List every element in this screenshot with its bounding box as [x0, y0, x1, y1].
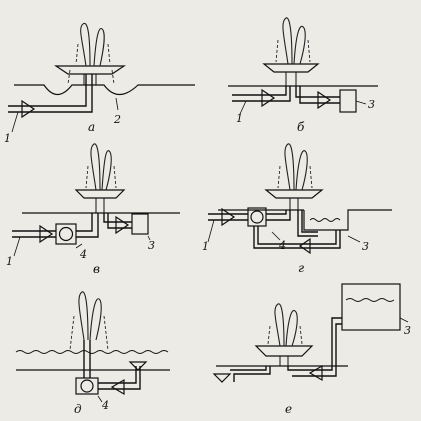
supply-pipe	[232, 86, 291, 102]
water-spray	[277, 165, 313, 189]
leader-lines	[207, 219, 361, 243]
caption-v: в	[93, 262, 100, 276]
leader-lines	[97, 395, 103, 403]
water-jet	[90, 143, 101, 191]
pressure-pipe	[266, 210, 291, 221]
ground-line	[14, 84, 195, 96]
valve-icon	[317, 90, 332, 110]
caption-d: д	[74, 402, 82, 416]
water-jet	[285, 310, 298, 347]
panel-v: 1 4 3 в	[6, 143, 180, 276]
caption-b: б	[297, 120, 305, 134]
water-jet	[282, 17, 293, 65]
elevated-tank	[341, 283, 401, 331]
water-jet	[80, 22, 91, 67]
bowl-stem	[285, 72, 297, 86]
pump-icon	[250, 210, 264, 224]
valve-icon	[221, 207, 236, 227]
pond-water	[15, 350, 169, 354]
panel-b: 1 3 б	[228, 17, 378, 134]
label-1: 1	[6, 255, 13, 268]
pump-box	[247, 207, 267, 227]
fountain-bowl	[254, 345, 314, 357]
caption-g: г	[298, 261, 304, 275]
leader-lines	[399, 317, 409, 323]
overflow-pipe	[297, 210, 318, 237]
water-jet	[274, 303, 285, 347]
valve-icon	[298, 237, 311, 255]
suction-pipe	[98, 366, 141, 390]
label-3: 3	[404, 324, 411, 337]
supply-pipe	[12, 230, 56, 238]
label-2: 2	[113, 113, 121, 126]
pressure-pipe	[76, 213, 99, 238]
valve-icon	[21, 99, 36, 119]
label-3: 3	[362, 240, 369, 253]
water-spray	[69, 315, 109, 351]
drain-well	[339, 89, 357, 113]
valve-icon	[308, 364, 323, 382]
water-jet	[293, 25, 306, 65]
water-jet	[284, 143, 295, 191]
riser-pipe	[83, 340, 91, 378]
pump-box	[75, 377, 99, 395]
water-jet	[78, 291, 89, 341]
leader-lines	[13, 235, 151, 257]
label-4: 4	[101, 399, 109, 412]
label-1: 1	[4, 132, 11, 145]
caption-e: е	[285, 402, 292, 416]
fountain-bowl	[264, 189, 324, 199]
bowl-stem	[279, 356, 289, 366]
return-pipe	[253, 226, 341, 249]
pump-box	[55, 223, 77, 245]
drain-icon	[212, 373, 232, 383]
label-1: 1	[236, 112, 243, 125]
fountain-bowl	[262, 63, 320, 73]
label-1: 1	[202, 240, 209, 253]
fountain-bowl	[54, 65, 126, 75]
bowl-stem	[95, 198, 105, 213]
water-jet	[101, 150, 112, 191]
water-jet	[93, 28, 105, 67]
water-jet	[89, 298, 102, 341]
supply-pipe	[8, 74, 93, 113]
panel-e: 3 е	[212, 283, 411, 416]
fountain-bowl	[74, 189, 126, 199]
pump-icon	[58, 226, 74, 242]
leader-lines	[11, 97, 119, 133]
supply-pipe	[208, 213, 248, 221]
water-spray	[67, 43, 115, 85]
intake-icon	[128, 361, 148, 371]
tank-water	[345, 298, 395, 302]
label-4: 4	[79, 248, 87, 261]
bowl-stem	[83, 74, 97, 85]
valve-icon	[110, 378, 125, 396]
valve-icon	[39, 224, 54, 244]
water-spray	[85, 165, 117, 189]
water-spray	[275, 39, 311, 63]
drain-well	[131, 213, 149, 235]
caption-a: а	[88, 120, 95, 134]
valve-icon	[261, 88, 276, 108]
panel-d: 4 д	[15, 291, 170, 416]
leader-lines	[239, 100, 367, 115]
valve-icon	[115, 215, 130, 235]
pump-icon	[80, 379, 94, 393]
label-3: 3	[368, 98, 375, 111]
label-4: 4	[278, 239, 286, 252]
panel-g: 1 4 3 г	[202, 143, 392, 275]
label-3: 3	[148, 239, 155, 252]
water-spray	[267, 325, 303, 345]
panel-a: 1 2 а	[4, 22, 195, 145]
reservoir-water	[309, 218, 341, 222]
water-jet	[295, 150, 308, 191]
bowl-stem	[289, 198, 299, 210]
drain-pipe	[230, 366, 271, 382]
